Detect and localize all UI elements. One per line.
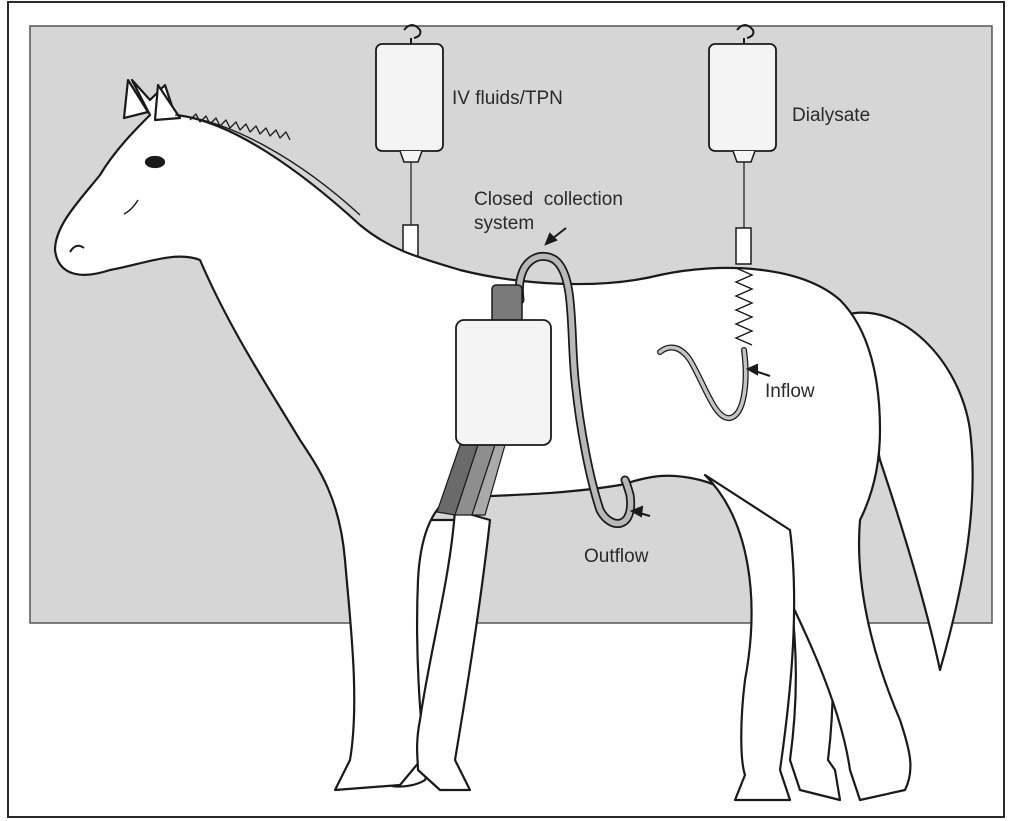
label-iv-fluids: IV fluids/TPN bbox=[452, 87, 563, 111]
label-outflow: Outflow bbox=[584, 545, 648, 569]
label-inflow: Inflow bbox=[765, 380, 815, 404]
label-dialysate: Dialysate bbox=[792, 104, 870, 128]
label-closed-collection-system: Closed collection system bbox=[474, 188, 623, 236]
